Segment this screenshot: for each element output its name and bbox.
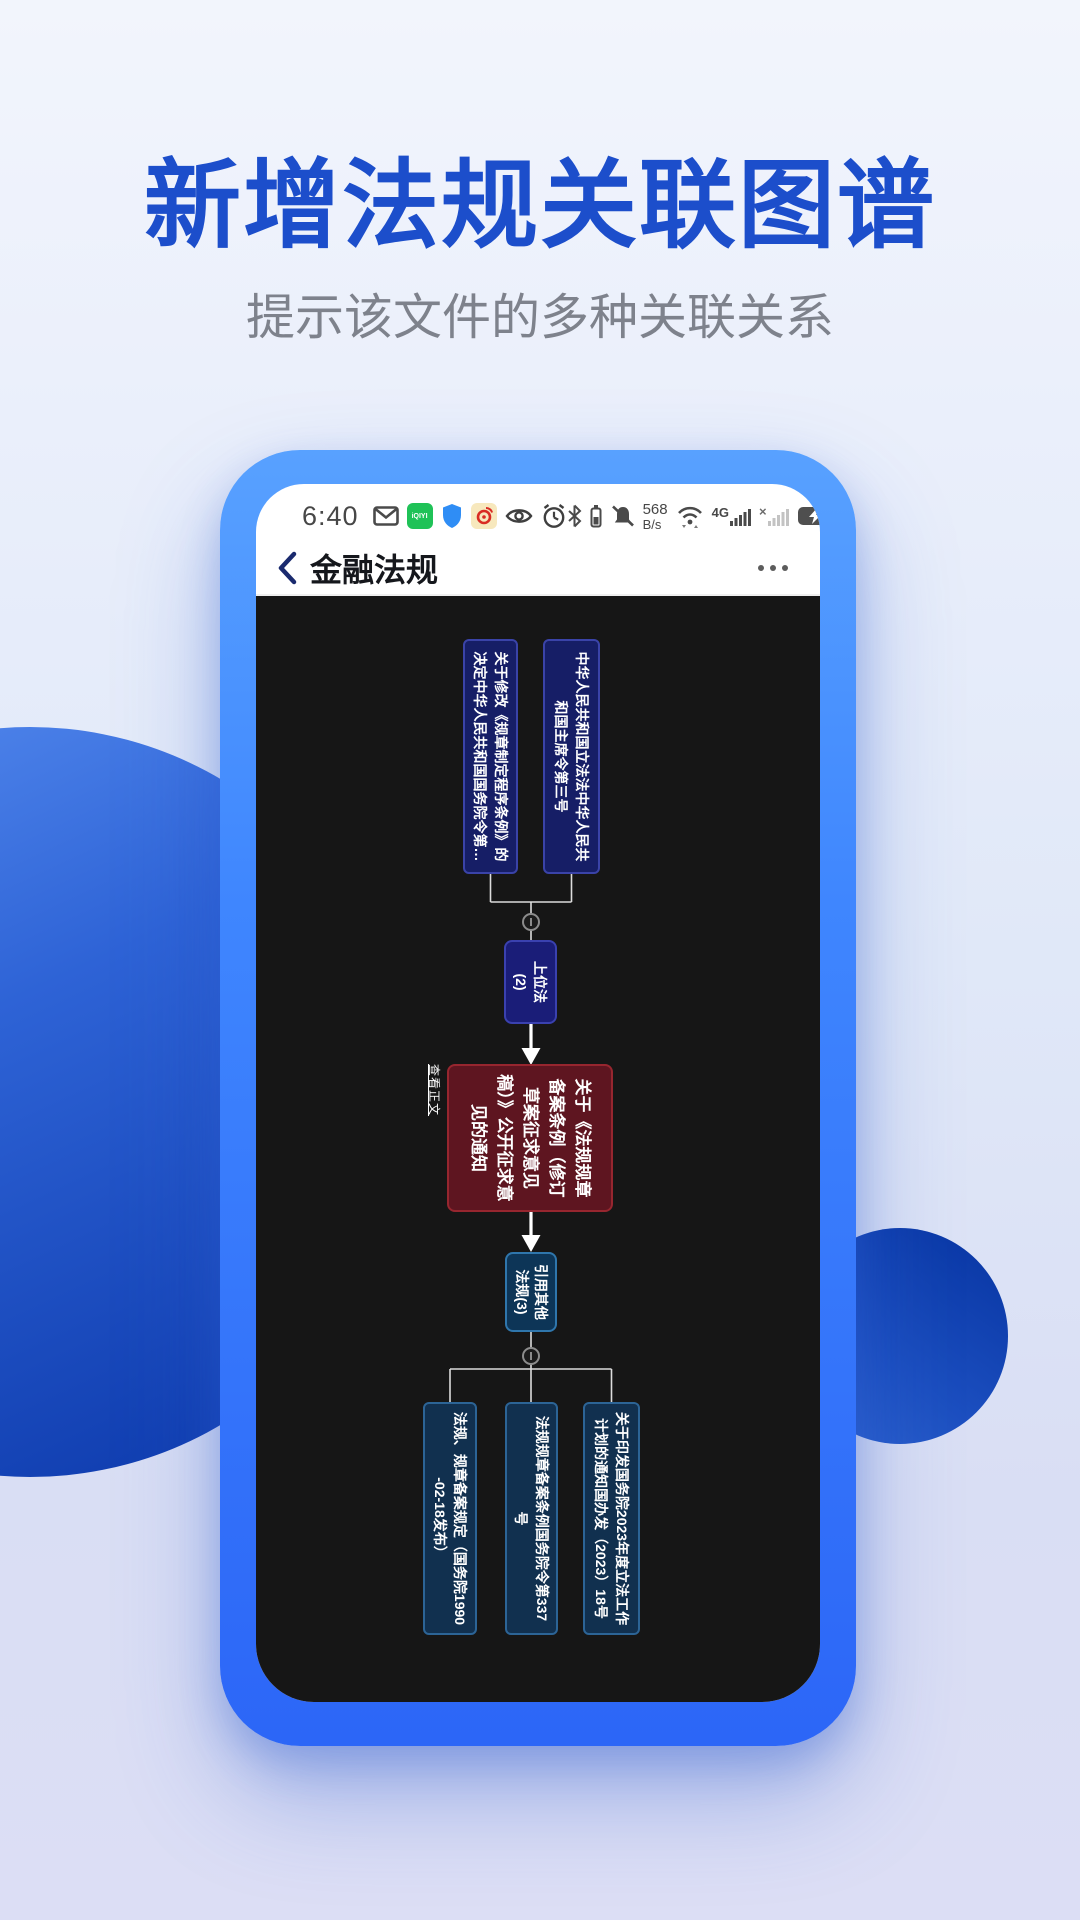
alarm-clock-icon [543,504,564,528]
network-speed-value: 568 [642,500,668,518]
sim1-signal: 4G [712,504,752,528]
collapse-toggle-lower[interactable] [522,1347,540,1365]
battery-charging-icon [797,507,820,525]
network-type-badge: 4G [711,505,729,520]
status-bar: 6:40 iQIYI [256,484,820,542]
relation-count: 法规(3) [514,1269,530,1315]
child-node-decree-337[interactable]: 法规规章备案条例国务院令第337号 [505,1402,558,1635]
relation-node-cited-laws[interactable]: 引用其他 法规(3) [505,1252,557,1332]
collapse-toggle-upper[interactable] [522,913,540,931]
bluetooth-icon [567,504,582,528]
relation-graph-area: 中华人民共和国立法法中华人民共和国主席令第三号 关于修改《规章制定程序条例》的决… [256,596,820,1702]
hero-section: 新增法规关联图谱 提示该文件的多种关联关系 [0,0,1080,347]
shield-icon [442,504,461,528]
signal-bars-empty-icon [767,509,789,526]
status-bar-left: 6:40 iQIYI [302,501,567,532]
view-fulltext-link[interactable]: 查看正文 [427,1064,441,1117]
page-title: 新增法规关联图谱 [144,151,936,260]
relation-count: (2) [513,973,530,991]
sim2-no-service: × [758,504,767,519]
nav-bar: 金融法规 [256,542,820,596]
wifi-icon [677,506,702,528]
sim2-signal: × [759,504,790,528]
status-bar-right: 568 B/s 4G [567,502,820,531]
relation-node-superior-law[interactable]: 上位法 (2) [504,940,557,1024]
current-document-node[interactable]: 关于《法规规章备案条例（修订草案征求意见稿）》公开征求意见的通知 [447,1064,613,1212]
network-speed-unit: B/s [642,516,662,532]
page-subtitle: 提示该文件的多种关联关系 [245,291,834,346]
bell-muted-icon [611,505,634,527]
back-chevron-icon[interactable] [276,551,298,585]
parent-node-procedure-regulation[interactable]: 关于修改《规章制定程序条例》的决定中华人民共和国国务院令第… [463,639,518,874]
signal-bars-icon [729,509,751,526]
child-node-2023-legislation-plan[interactable]: 关于印发国务院2023年度立法工作计划的通知国办发（2023）18号 [583,1402,640,1635]
weibo-eye-glyph [476,507,493,525]
weibo-app-icon [470,503,497,529]
graph-connectors [449,874,613,1402]
relation-graph-canvas: 中华人民共和国立法法中华人民共和国主席令第三号 关于修改《规章制定程序条例》的决… [422,639,640,1635]
eye-icon [505,509,533,523]
arrow-doc-to-down [521,1212,541,1252]
clock-time: 6:40 [302,500,359,531]
parent-node-legislation-law[interactable]: 中华人民共和国立法法中华人民共和国主席令第三号 [543,639,600,874]
arrow-up-to-doc [521,1024,541,1065]
phone-screen: 6:40 iQIYI [256,484,820,1702]
iqiyi-label: iQIYI [411,512,428,520]
phone-mockup: 6:40 iQIYI [220,450,856,1746]
iqiyi-app-icon: iQIYI [406,503,433,529]
network-speed: 568 B/s [643,502,668,531]
more-menu-button[interactable] [758,565,788,571]
nav-title: 金融法规 [310,552,439,588]
relation-label: 引用其他 [532,1264,549,1320]
mail-icon [372,506,399,526]
connector-lines [449,874,613,1402]
device-battery-icon [590,505,602,528]
child-node-1990-filing-rules[interactable]: 法规、规章备案规定（国务院1990-02-18发布） [423,1402,477,1635]
relation-label: 上位法 [532,961,549,1003]
